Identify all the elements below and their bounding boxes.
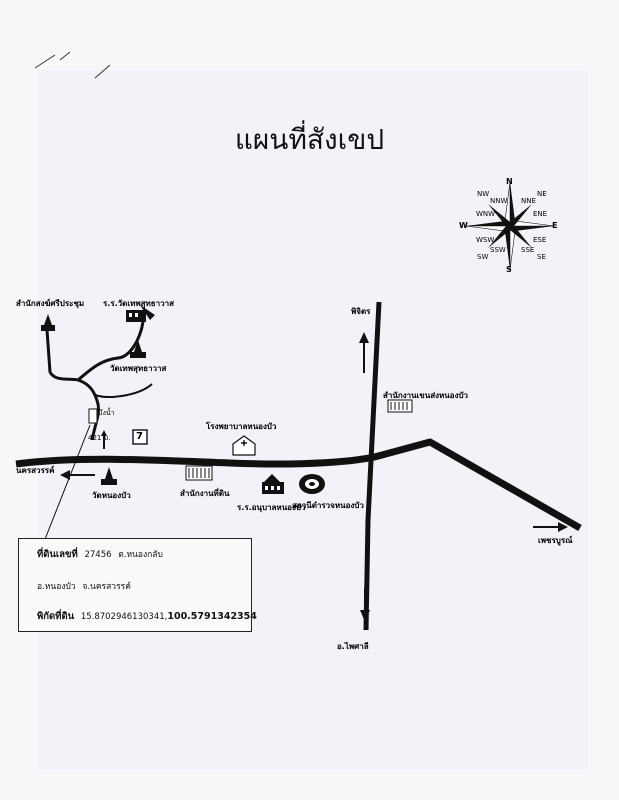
arrow-west (60, 470, 95, 480)
label-police: สถานีตำรวจหนองบัว (292, 501, 364, 510)
hospital-icon (232, 435, 256, 456)
police-station-icon (299, 474, 325, 494)
compass-e: E (552, 221, 558, 230)
land-office-icon (185, 465, 213, 481)
compass-nw: NW (477, 190, 490, 198)
main-road (15, 438, 582, 532)
label-phetchabun: เพชรบูรณ์ (538, 536, 573, 545)
compass-sw: SW (477, 253, 489, 261)
map-title: แผนที่สังเขป (234, 123, 385, 156)
compass-se: SE (537, 253, 546, 261)
arrow-east (533, 522, 568, 532)
office-building-icon (387, 399, 413, 413)
compass-ne: NE (537, 190, 547, 198)
compass-n: N (506, 177, 513, 186)
local-road-temple (77, 321, 145, 382)
label-district-office: สำนักงานเขนส่งหนองบัว (383, 391, 469, 400)
compass-ssw: SSW (490, 246, 506, 254)
temple-icon (130, 340, 146, 358)
convenience-store-icon (132, 429, 148, 445)
land-location-row: อ.หนองบัว จ.นครสวรรค์ (37, 579, 131, 593)
compass-ese: ESE (533, 236, 547, 244)
compass-s: S (506, 265, 512, 274)
compass-sse: SSE (521, 246, 535, 254)
compass-wsw: WSW (476, 236, 495, 244)
compass-nnw: NNW (490, 197, 508, 205)
arrow-south (360, 588, 370, 622)
label-wat-thep: วัดเทพสุทธาวาส (110, 364, 167, 373)
school-icon (126, 305, 155, 322)
label-sangkha: สำนักสงฆ์ศรีประชุม (16, 299, 85, 308)
label-nakhonsawan: นครสวรรค์ (16, 466, 55, 475)
label-school-anuban: ร.ร.อนุบาลหนองบัว (237, 503, 306, 512)
compass-w: W (459, 221, 468, 230)
label-bueng: บึงน้ำ (98, 409, 115, 417)
label-land-office: สำนักงานที่ดิน (180, 489, 230, 498)
label-phichit: พิจิตร (351, 307, 371, 316)
scan-background (38, 70, 588, 770)
temple-icon (41, 314, 55, 331)
label-seven-eleven: 7 (136, 431, 143, 442)
label-school-wat: ร.ร.วัดเทพสุทธาวาส (103, 299, 175, 308)
temple-icon (101, 467, 117, 485)
land-number-value: 27456 (84, 550, 112, 560)
scan-mark (34, 51, 111, 79)
compass-ene: ENE (533, 210, 548, 218)
local-road-loop (94, 383, 153, 398)
land-longitude: 100.5791342354 (167, 611, 257, 622)
land-amphoe: อ.หนองบัว (37, 582, 76, 592)
land-coordinate-label: พิกัดที่ดิน (37, 611, 75, 622)
pond (88, 408, 98, 424)
arrow-north (359, 332, 369, 373)
label-phaisali: อ.ไพศาลี (337, 642, 369, 651)
compass-nne: NNE (521, 197, 536, 205)
land-tambon: ต.หนองกลับ (118, 550, 163, 560)
land-province: จ.นครสวรรค์ (82, 582, 131, 592)
compass-wnw: WNW (476, 210, 496, 218)
land-latitude: 15.8702946130341 (80, 612, 165, 622)
arrow-small (101, 430, 107, 449)
pointer-line (39, 424, 91, 553)
land-number-row: ที่ดินเลขที่ 27456 ต.หนองกลับ (37, 547, 163, 562)
land-info-box: ที่ดินเลขที่ 27456 ต.หนองกลับ อ.หนองบัว … (18, 538, 257, 632)
land-coordinate-row: พิกัดที่ดิน 15.8702946130341,100.5791342… (37, 611, 257, 622)
label-road-no: 421 ม. (88, 434, 111, 442)
north-south-road (363, 301, 382, 631)
compass-rose (465, 181, 555, 271)
label-hospital: โรงพยาบาลหนองบัว (206, 422, 277, 431)
land-number-label: ที่ดินเลขที่ (37, 549, 78, 560)
school-icon (262, 474, 284, 494)
label-wat-nongbua: วัดหนองบัว (92, 491, 131, 500)
